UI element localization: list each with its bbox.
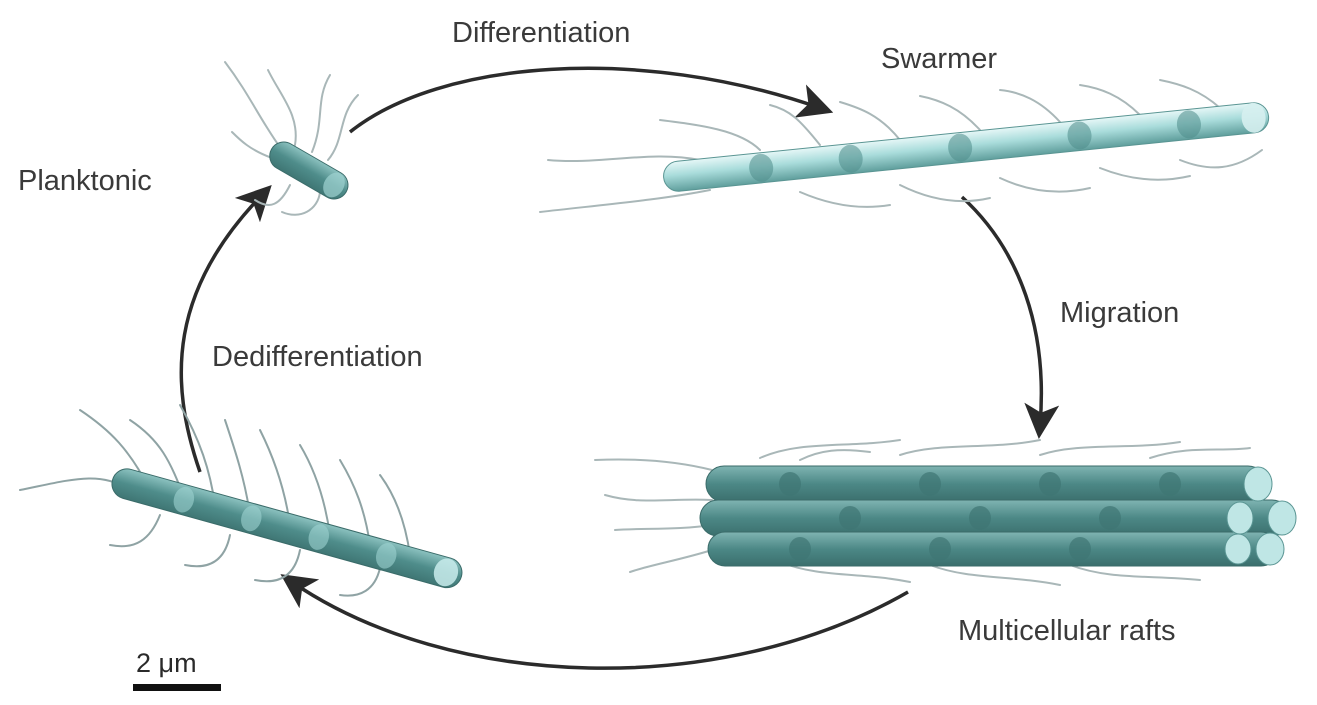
multicellular-raft xyxy=(595,440,1296,585)
scale-bar: 2 μm xyxy=(133,648,221,691)
label-swarmer: Swarmer xyxy=(881,43,997,75)
label-multicellular-rafts: Multicellular rafts xyxy=(958,615,1176,647)
scale-bar-label: 2 μm xyxy=(136,648,197,678)
label-dedifferentiation: Dedifferentiation xyxy=(212,341,423,373)
differentiation-arrow xyxy=(350,68,820,132)
scale-bar-line xyxy=(133,684,221,691)
migration-arrow xyxy=(962,197,1041,425)
planktonic-cell xyxy=(225,62,358,215)
return-arrow xyxy=(292,582,908,668)
label-planktonic: Planktonic xyxy=(18,165,152,197)
dedifferentiating-cell-body xyxy=(109,465,466,591)
planktonic-cell-body xyxy=(265,137,353,204)
label-migration: Migration xyxy=(1060,297,1179,329)
swarmer-cell xyxy=(540,80,1270,212)
dedifferentiating-cell xyxy=(20,405,465,596)
label-differentiation: Differentiation xyxy=(452,17,630,49)
raft-cell-2 xyxy=(700,500,1290,536)
